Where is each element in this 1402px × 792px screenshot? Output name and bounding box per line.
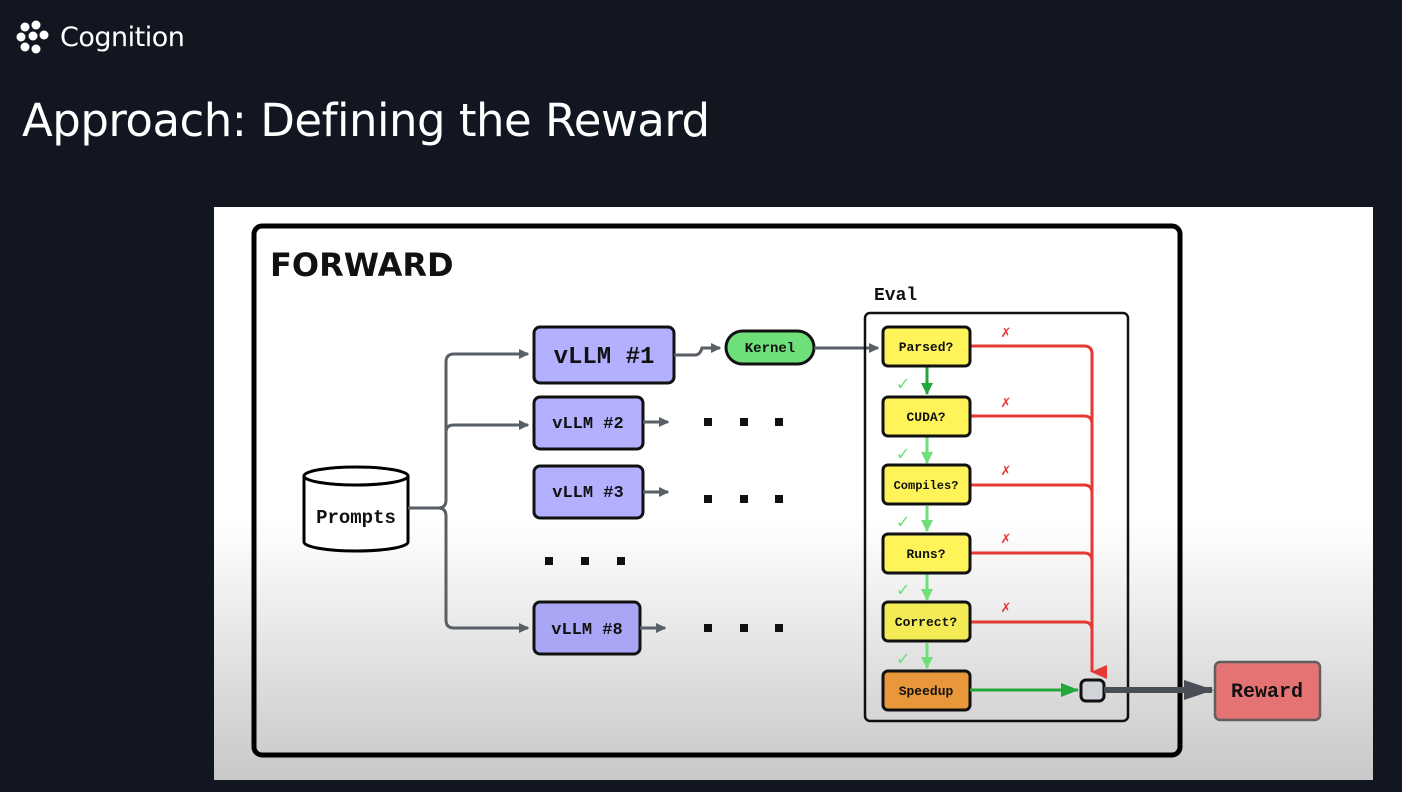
- brand-name: Cognition: [60, 21, 185, 53]
- check-label: Correct?: [895, 615, 958, 630]
- forward-frame: [251, 223, 1183, 758]
- pass-marks: ✓ ✓ ✓ ✓ ✓: [897, 374, 909, 672]
- fail-icon: ✗: [1001, 530, 1011, 548]
- worker-label: vLLM #8: [551, 621, 622, 640]
- check-runs: Runs?: [881, 532, 972, 575]
- cognition-logo-icon: [16, 20, 49, 54]
- forward-diagram: FORWARD Prompts vLLM #1 vLLM #2 vLLM #3 …: [251, 223, 1322, 758]
- forward-label: FORWARD: [270, 246, 454, 284]
- worker-label: vLLM #2: [552, 415, 623, 434]
- worker-label: vLLM #1: [554, 344, 655, 371]
- reward-node: Reward: [1213, 660, 1322, 722]
- worker-vllm-8: vLLM #8: [532, 600, 642, 656]
- check-icon: ✓: [897, 512, 909, 535]
- ellipsis-markers: [545, 418, 783, 632]
- check-parsed: Parsed?: [881, 325, 972, 368]
- check-icon: ✓: [897, 649, 909, 672]
- reward-label: Reward: [1231, 681, 1303, 704]
- fail-icon: ✗: [1001, 599, 1011, 617]
- fail-icon: ✗: [1001, 462, 1011, 480]
- fail-lines: [970, 344, 1107, 679]
- prompts-database: Prompts: [302, 465, 410, 553]
- check-correct: Correct?: [881, 600, 972, 643]
- brand-logo: Cognition: [16, 20, 185, 54]
- worker-vllm-3: vLLM #3: [532, 464, 645, 520]
- fail-icon: ✗: [1001, 394, 1011, 412]
- fail-icon: ✗: [1001, 324, 1011, 342]
- junction-node: [1079, 678, 1106, 703]
- check-compiles: Compiles?: [881, 463, 972, 506]
- check-icon: ✓: [897, 374, 909, 397]
- worker-vllm-2: vLLM #2: [532, 395, 645, 451]
- check-label: Runs?: [906, 547, 945, 562]
- worker-output-arrows: [640, 422, 668, 628]
- check-label: Compiles?: [894, 479, 959, 493]
- kernel-label: Kernel: [745, 341, 795, 357]
- check-label: Parsed?: [899, 340, 954, 355]
- fail-marks: ✗ ✗ ✗ ✗ ✗: [1001, 324, 1011, 617]
- worker-vllm-1: vLLM #1: [532, 325, 676, 385]
- speedup-node: Speedup: [881, 669, 972, 712]
- check-icon: ✓: [897, 444, 909, 467]
- check-icon: ✓: [897, 580, 909, 603]
- check-cuda: CUDA?: [881, 395, 972, 438]
- check-label: CUDA?: [906, 410, 945, 425]
- eval-frame: [863, 311, 1130, 723]
- eval-label: Eval: [874, 286, 917, 306]
- speedup-label: Speedup: [899, 684, 954, 699]
- worker-label: vLLM #3: [552, 484, 623, 503]
- kernel-node: Kernel: [724, 329, 816, 366]
- diagram-panel: FORWARD Prompts vLLM #1 vLLM #2 vLLM #3 …: [214, 207, 1373, 780]
- fanout-connectors: [408, 354, 528, 628]
- slide-title: Approach: Defining the Reward: [22, 94, 710, 147]
- vllm1-to-kernel-arrow: [674, 348, 720, 357]
- prompts-label: Prompts: [316, 507, 396, 529]
